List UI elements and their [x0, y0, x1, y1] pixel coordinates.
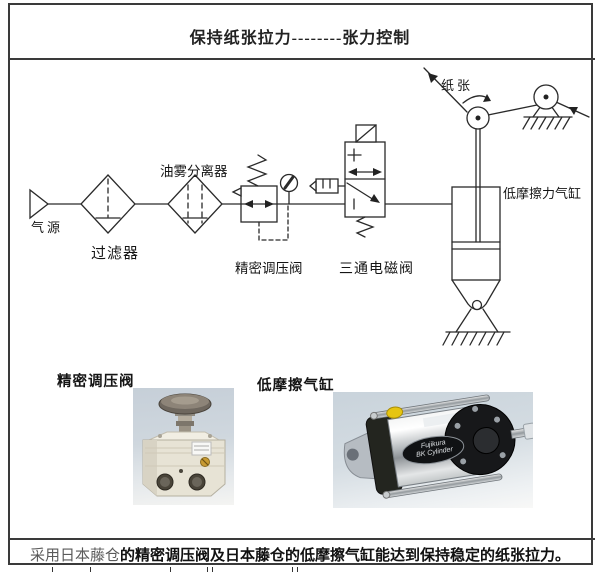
paper-direction-arrow [428, 73, 438, 83]
regulator-sticker [191, 441, 212, 456]
rod-hex-tip [522, 422, 533, 440]
air-source-symbol [29, 188, 50, 220]
precision-regulator-symbol [231, 154, 299, 241]
filter-symbol [80, 174, 136, 234]
regulator-photo-label: 精密调压阀 [57, 374, 135, 390]
footer-caption-emphasis: 的精密调压阀及日本藤仓的低摩擦气缸能达到保持稳定的纸张拉力。 [120, 548, 571, 564]
oil-mist-separator-symbol [167, 174, 223, 234]
footer-caption-lead: 采用日本藤仓 [29, 548, 120, 564]
solenoid-valve-symbol [308, 124, 386, 238]
table-stub-line [207, 567, 208, 572]
ground-hatching [442, 331, 505, 346]
table-stub-line [212, 567, 213, 572]
page-title: 保持纸张拉力--------张力控制 [189, 30, 411, 47]
filter-label: 过滤器 [91, 246, 140, 262]
table-stub-line [90, 567, 91, 572]
cylinder-symbol [442, 128, 511, 346]
table-stub-line [297, 567, 298, 572]
regulator-photo-art [142, 393, 226, 497]
table-stub-line [292, 567, 293, 572]
air-source-label: 气源 [31, 220, 64, 235]
paper-direction-arrow [569, 107, 578, 115]
table-stub-line [170, 567, 171, 572]
regulator-photo [133, 388, 234, 505]
oil-mist-separator-label: 油雾分离器 [160, 164, 228, 179]
outer-frame [8, 3, 593, 565]
cylinder-photo-label: 低摩擦气缸 [257, 378, 335, 394]
table-stub-line [52, 567, 53, 572]
cylinder-yellow-plug [386, 406, 404, 419]
footer-caption: 采用日本藤仓的精密调压阀及日本藤仓的低摩擦气缸能达到保持稳定的纸张拉力。 [0, 544, 600, 565]
cylinder-label: 低摩擦力气缸 [503, 186, 582, 201]
cylinder-photo-art [343, 394, 533, 499]
precision-regulator-label: 精密调压阀 [235, 261, 303, 276]
solenoid-valve-label: 三通电磁阀 [339, 262, 414, 277]
ground-hatching [522, 116, 571, 130]
cylinder-photo [333, 392, 533, 508]
title-divider-line [8, 58, 595, 60]
paper-web-and-pulleys [423, 67, 590, 130]
exhaust-muffler-icon [308, 178, 346, 194]
footer-divider-line [9, 538, 595, 540]
cylinder-badge [401, 435, 465, 465]
paper-label: 纸张 [441, 78, 474, 93]
